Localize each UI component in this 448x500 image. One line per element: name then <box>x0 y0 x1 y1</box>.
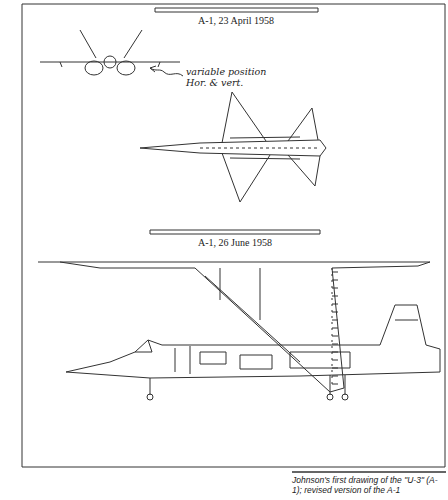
hatch-tick <box>332 344 338 345</box>
caption-rule <box>292 471 446 473</box>
plan-view <box>140 92 326 202</box>
hatch-tick <box>332 296 338 297</box>
hatch-tick <box>332 288 338 289</box>
side-view <box>66 305 440 400</box>
hatch-tick <box>332 304 338 305</box>
hatch-tick <box>332 272 338 273</box>
hatch-tick <box>332 312 338 313</box>
half-plan-view <box>38 262 430 392</box>
hatch-tick <box>332 376 338 377</box>
header-bar <box>150 230 320 234</box>
header-bar <box>155 8 318 12</box>
front-view <box>40 30 183 76</box>
hatch-tick <box>332 328 338 329</box>
view-heading: A-1, 23 April 1958 <box>150 15 322 26</box>
handwritten-note: variable position Hor. & vert. <box>186 66 282 88</box>
hatch-tick <box>332 280 338 281</box>
figure-caption: Johnson's first drawing of the "U-3" (A-… <box>292 475 446 495</box>
hatch-tick <box>332 336 338 337</box>
hatch-tick <box>332 320 338 321</box>
hatch-tick <box>332 360 338 361</box>
view-heading: A-1, 26 June 1958 <box>145 237 325 248</box>
drawing-frame <box>22 4 445 467</box>
hatch-tick <box>332 384 338 385</box>
